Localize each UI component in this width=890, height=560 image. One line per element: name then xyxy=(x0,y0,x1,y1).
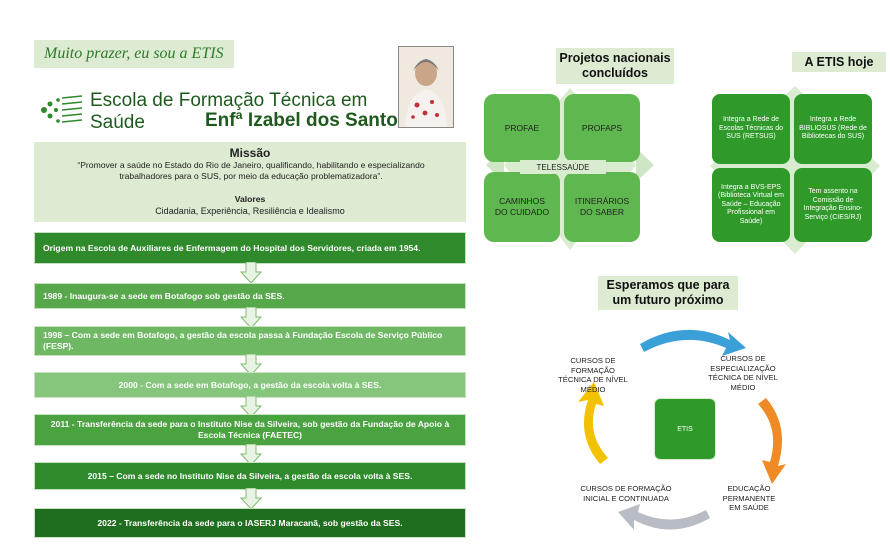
mission-text: “Promover a saúde no Estado do Rio de Ja… xyxy=(77,160,425,181)
portrait-photo xyxy=(398,46,454,128)
timeline-item-1998: 1998 – Com a sede em Botafogo, a gestão … xyxy=(34,326,466,356)
values-title: Valores xyxy=(234,194,266,204)
mission-panel xyxy=(34,142,466,222)
future-center-etis: ETIS xyxy=(654,398,716,460)
down-arrow-icon xyxy=(240,396,262,418)
down-arrow-icon xyxy=(240,307,262,329)
down-arrow-icon xyxy=(240,262,262,284)
today-item-cies: Tem assento na Comissão de Integração En… xyxy=(794,168,872,242)
project-caminhos-do-cuidado: CAMINHOS DO CUIDADO xyxy=(484,172,560,242)
arrow-orange-icon xyxy=(758,398,786,484)
future-item-educacao-permanente: EDUCAÇÃO PERMANENTE EM SAÚDE xyxy=(722,484,776,512)
project-profaps: PROFAPS xyxy=(564,94,640,162)
mission-title: Missão xyxy=(229,146,271,160)
values-text: Cidadania, Experiência, Resiliência e Id… xyxy=(155,206,345,216)
project-telessaude: TELESSAÚDE xyxy=(520,160,606,174)
projects-title: Projetos nacionais concluídos xyxy=(556,48,674,84)
today-item-bvs-eps: Integra a BVS-EPS (Biblioteca Virtual em… xyxy=(712,168,790,242)
future-item-especializacao: CURSOS DE ESPECIALIZAÇÃO TÉCNICA DE NÍVE… xyxy=(708,354,778,392)
timeline-item-1989: 1989 - Inaugura-se a sede em Botafogo so… xyxy=(34,283,466,309)
down-arrow-icon xyxy=(240,444,262,466)
timeline-item-2000: 2000 - Com a sede em Botafogo, a gestão … xyxy=(34,372,466,398)
timeline-item-1954: Origem na Escola de Auxiliares de Enferm… xyxy=(34,232,466,264)
greeting-banner: Muito prazer, eu sou a ETIS xyxy=(34,40,234,68)
future-cycle-arrows xyxy=(578,329,786,530)
school-subname: Enfª Izabel dos Santos xyxy=(205,110,409,131)
project-profae: PROFAE xyxy=(484,94,560,162)
today-item-retsus: Integra a Rede de Escolas Técnicas do SU… xyxy=(712,94,790,164)
future-item-formacao-tecnica: CURSOS DE FORMAÇÃO TÉCNICA DE NÍVEL MÉDI… xyxy=(558,356,628,394)
future-item-formacao-inicial: CURSOS DE FORMAÇÃO INICIAL E CONTINUADA xyxy=(580,484,672,503)
timeline-item-2011: 2011 - Transferência da sede para o Inst… xyxy=(34,414,466,446)
arrow-yellow-icon xyxy=(578,382,608,464)
down-arrow-icon xyxy=(240,354,262,376)
arrow-gray-icon xyxy=(618,504,710,530)
arrow-blue-icon xyxy=(640,329,746,356)
today-title: A ETIS hoje xyxy=(792,52,886,72)
project-itinerarios-do-saber: ITINERÁRIOS DO SABER xyxy=(564,172,640,242)
down-arrow-icon xyxy=(240,488,262,510)
future-title: Esperamos que para um futuro próximo xyxy=(598,276,738,310)
today-item-bibliosus: Integra a Rede BIBLIOSUS (Rede de Biblio… xyxy=(794,94,872,164)
school-logo-icon xyxy=(41,95,83,123)
timeline-item-2015: 2015 – Com a sede no Instituto Nise da S… xyxy=(34,462,466,490)
school-name: Escola de Formação Técnica em Saúde xyxy=(90,90,368,133)
timeline-item-2022: 2022 - Transferência da sede para o IASE… xyxy=(34,508,466,538)
